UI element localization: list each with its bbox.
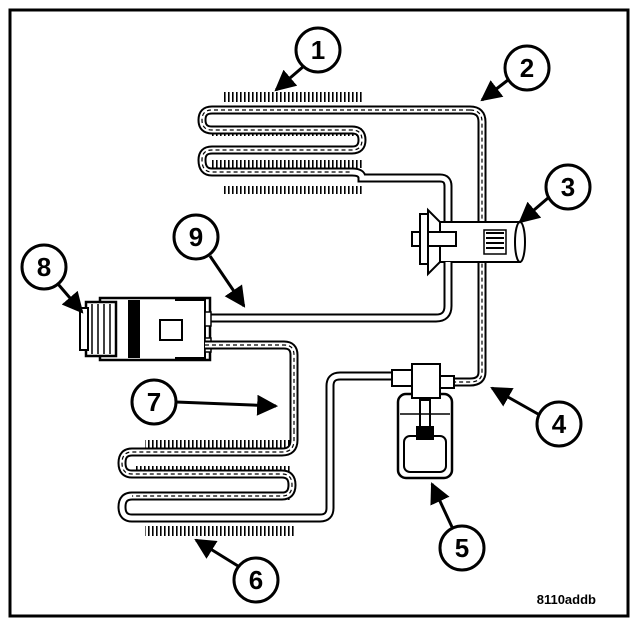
expansion-valve — [411, 207, 526, 277]
suction-line — [205, 262, 453, 323]
callout-4: 4 — [490, 386, 583, 448]
callout-8-label: 8 — [37, 252, 51, 282]
figure-code: 8110addb — [537, 592, 596, 607]
condenser-core — [117, 371, 400, 536]
callout-8: 8 — [20, 243, 84, 314]
callout-1-label: 1 — [311, 35, 325, 65]
evaporator-core — [197, 92, 470, 240]
callout-2: 2 — [480, 44, 551, 102]
callout-3: 3 — [518, 163, 592, 224]
callout-9-label: 9 — [189, 222, 203, 252]
callout-9: 9 — [172, 213, 246, 308]
callout-4-label: 4 — [552, 409, 567, 439]
callout-3-label: 3 — [561, 172, 575, 202]
compressor — [79, 296, 212, 362]
callout-5: 5 — [430, 482, 486, 572]
callout-7-label: 7 — [147, 387, 161, 417]
callout-1: 1 — [274, 26, 342, 92]
callout-6: 6 — [194, 538, 280, 604]
callout-6-label: 6 — [249, 565, 263, 595]
callout-2-label: 2 — [520, 53, 534, 83]
receiver-drier — [391, 363, 455, 480]
diagram-frame — [8, 8, 630, 618]
callout-7: 7 — [130, 378, 279, 426]
callout-5-label: 5 — [455, 533, 469, 563]
discharge-line — [205, 340, 299, 430]
liquid-line — [450, 105, 487, 387]
